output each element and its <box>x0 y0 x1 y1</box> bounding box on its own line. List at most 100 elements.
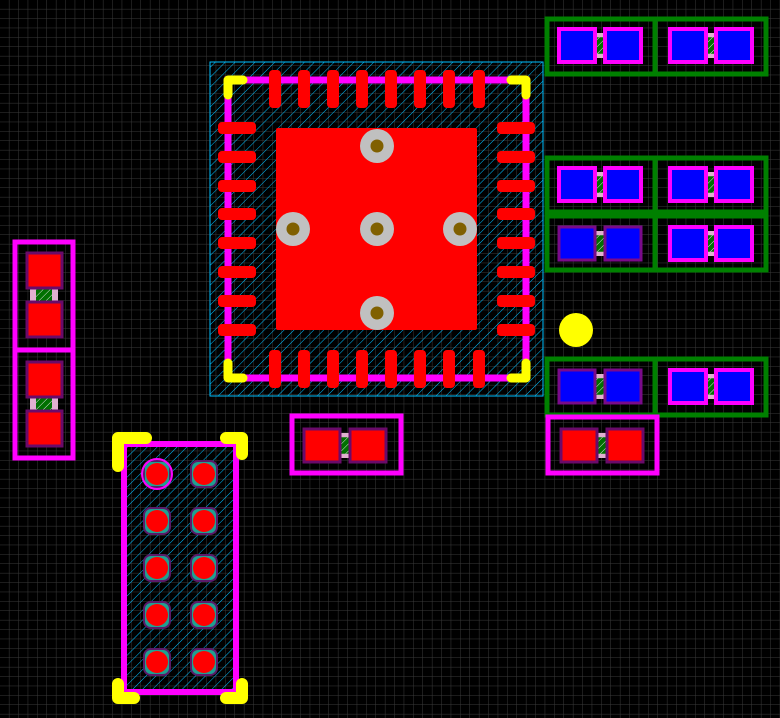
via-hole-icon <box>370 139 384 153</box>
pad[interactable] <box>193 463 215 485</box>
pad[interactable] <box>414 350 426 388</box>
pad[interactable] <box>668 27 708 64</box>
body-hatch <box>36 287 52 301</box>
connector-2x5[interactable] <box>112 432 248 704</box>
pad[interactable] <box>414 70 426 108</box>
body-hatch <box>706 378 716 395</box>
pin1-marker <box>141 458 173 490</box>
capacitor-left[interactable] <box>12 239 76 461</box>
pad[interactable] <box>218 295 256 307</box>
pad[interactable] <box>146 557 168 579</box>
body-hatch <box>706 235 716 252</box>
capacitor-array[interactable] <box>544 16 769 476</box>
pad[interactable] <box>146 510 168 532</box>
body-hatch <box>595 378 605 395</box>
pad[interactable] <box>298 70 310 108</box>
via-hole-icon <box>370 222 384 236</box>
pad[interactable] <box>218 237 256 249</box>
pad[interactable] <box>146 651 168 673</box>
courtyard <box>652 213 769 273</box>
pad[interactable] <box>25 251 64 290</box>
pad[interactable] <box>605 427 645 464</box>
qfn-pads[interactable] <box>218 70 535 388</box>
courtyard <box>652 16 769 77</box>
body-hatch <box>706 37 716 54</box>
via-marker[interactable] <box>559 313 593 347</box>
pad[interactable] <box>714 166 754 203</box>
pad[interactable] <box>497 237 535 249</box>
pad[interactable] <box>193 604 215 626</box>
pad[interactable] <box>356 70 368 108</box>
pad[interactable] <box>714 368 754 405</box>
pad[interactable] <box>497 151 535 163</box>
via-hole-icon <box>286 222 300 236</box>
pad[interactable] <box>668 368 708 405</box>
thermal-vias[interactable] <box>276 129 477 330</box>
pad[interactable] <box>473 350 485 388</box>
pad[interactable] <box>218 266 256 278</box>
pad[interactable] <box>193 557 215 579</box>
pad[interactable] <box>298 350 310 388</box>
via-hole-icon <box>370 306 384 320</box>
pad[interactable] <box>557 368 597 405</box>
pad[interactable] <box>25 300 64 339</box>
pad[interactable] <box>218 122 256 134</box>
pad[interactable] <box>193 510 215 532</box>
pad[interactable] <box>443 70 455 108</box>
silkscreen-outline <box>289 413 404 476</box>
pad[interactable] <box>443 350 455 388</box>
pad[interactable] <box>557 225 597 262</box>
pad[interactable] <box>603 368 643 405</box>
pad[interactable] <box>557 166 597 203</box>
via-hole-icon <box>453 222 467 236</box>
pad[interactable] <box>714 225 754 262</box>
connector-pads[interactable] <box>141 458 218 676</box>
pad[interactable] <box>385 70 397 108</box>
pad[interactable] <box>269 70 281 108</box>
pad[interactable] <box>497 180 535 192</box>
pad[interactable] <box>348 427 388 464</box>
pad[interactable] <box>356 350 368 388</box>
pad[interactable] <box>218 208 256 220</box>
connector-fab-corners <box>112 432 248 704</box>
connector-keepout <box>124 444 236 692</box>
pad[interactable] <box>557 27 597 64</box>
qfn-footprint[interactable] <box>209 61 544 397</box>
pad[interactable] <box>497 208 535 220</box>
body-hatch <box>706 176 716 193</box>
pad[interactable] <box>497 122 535 134</box>
pad[interactable] <box>25 409 64 448</box>
pad[interactable] <box>327 350 339 388</box>
pad[interactable] <box>385 350 397 388</box>
fab-corners <box>223 75 531 383</box>
pad[interactable] <box>714 27 754 64</box>
capacitor-middle[interactable] <box>289 413 404 476</box>
pad[interactable] <box>218 324 256 336</box>
pad[interactable] <box>603 27 643 64</box>
courtyard <box>652 356 769 418</box>
body-hatch <box>595 176 605 193</box>
pad[interactable] <box>269 350 281 388</box>
body-hatch <box>595 37 605 54</box>
pad[interactable] <box>497 295 535 307</box>
pad[interactable] <box>218 180 256 192</box>
pad[interactable] <box>193 651 215 673</box>
body-hatch <box>340 437 350 454</box>
pad[interactable] <box>146 463 168 485</box>
pad[interactable] <box>302 427 342 464</box>
pad[interactable] <box>497 266 535 278</box>
pad[interactable] <box>218 151 256 163</box>
pad[interactable] <box>668 225 708 262</box>
pad[interactable] <box>668 166 708 203</box>
pad[interactable] <box>25 360 64 399</box>
pad[interactable] <box>603 225 643 262</box>
silkscreen-outline <box>224 76 530 382</box>
pad[interactable] <box>327 70 339 108</box>
pad[interactable] <box>146 604 168 626</box>
pad[interactable] <box>473 70 485 108</box>
pad[interactable] <box>559 427 599 464</box>
pad[interactable] <box>603 166 643 203</box>
silkscreen-outline <box>545 414 660 476</box>
pad[interactable] <box>497 324 535 336</box>
